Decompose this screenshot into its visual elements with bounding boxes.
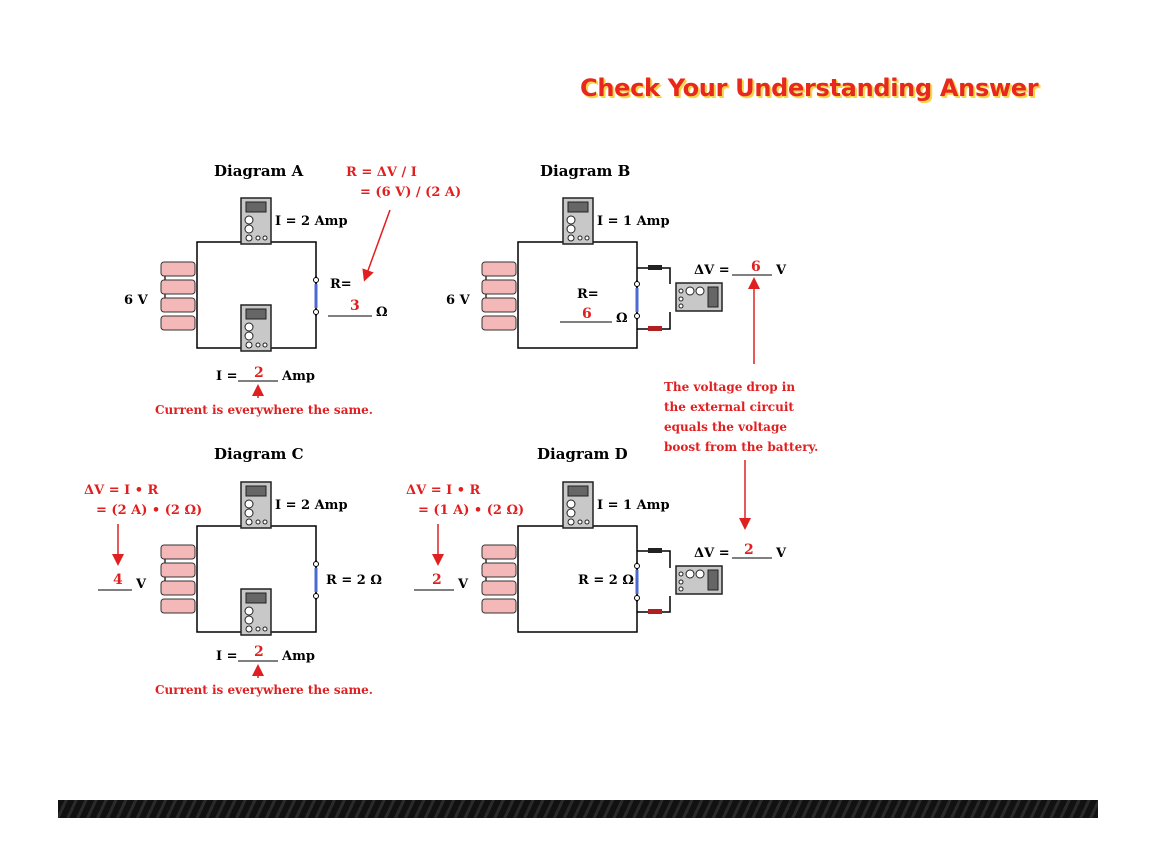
diagram-c: Diagram C I = 2 Amp R = 2 Ω ΔV = I • R =… bbox=[84, 445, 382, 697]
formula-line-1: ΔV = I • R bbox=[84, 483, 159, 498]
resistance-label: R= bbox=[330, 277, 352, 292]
voltage-unit: V bbox=[135, 577, 147, 592]
formula-line-2: = (2 A) • (2 Ω) bbox=[96, 503, 202, 518]
diagram-d-title: Diagram D bbox=[537, 445, 628, 463]
meter-voltage-label: ΔV = bbox=[694, 546, 730, 561]
footer-bar bbox=[58, 800, 1098, 818]
voltage-label: ΔV = bbox=[694, 263, 730, 278]
ammeter-icon bbox=[240, 588, 272, 636]
current-answer: 2 bbox=[254, 644, 264, 660]
current-label: I = bbox=[216, 649, 238, 664]
battery-voltage-label: 6 V bbox=[124, 293, 149, 308]
ammeter-reading: I = 1 Amp bbox=[597, 214, 670, 229]
current-note: Current is everywhere the same. bbox=[155, 683, 373, 697]
resistor-icon bbox=[633, 279, 641, 321]
current-answer: 2 bbox=[254, 365, 264, 381]
resistor-icon bbox=[633, 561, 641, 603]
ammeter-icon bbox=[240, 197, 272, 245]
resistance-unit: Ω bbox=[616, 311, 628, 326]
diagram-c-title: Diagram C bbox=[214, 445, 304, 463]
ammeter-icon bbox=[240, 304, 272, 352]
formula-line-2: = (1 A) • (2 Ω) bbox=[418, 503, 524, 518]
ammeter-reading: I = 2 Amp bbox=[275, 498, 348, 513]
note-line: equals the voltage bbox=[664, 420, 787, 434]
page-title: Check Your Understanding Answer bbox=[580, 74, 1039, 102]
note-line: boost from the battery. bbox=[664, 440, 818, 454]
battery-icon bbox=[481, 261, 517, 331]
ammeter-reading: I = 1 Amp bbox=[597, 498, 670, 513]
battery-voltage-label: 6 V bbox=[446, 293, 471, 308]
resistor-icon bbox=[312, 559, 320, 601]
ammeter-icon bbox=[562, 481, 594, 529]
voltage-answer: 4 bbox=[113, 572, 123, 588]
meter-voltage-answer: 2 bbox=[744, 542, 754, 558]
battery-icon bbox=[160, 261, 196, 331]
current-unit: Amp bbox=[281, 649, 315, 664]
formula-line-2: = (6 V) / (2 A) bbox=[360, 185, 461, 200]
resistance-answer: 3 bbox=[350, 298, 360, 314]
diagram-d: Diagram D I = 1 Amp R = 2 Ω ΔV = I • R =… bbox=[406, 445, 787, 633]
ammeter-icon bbox=[240, 481, 272, 529]
diagram-b: Diagram B 6 V I = 1 Amp R= 6 Ω ΔV = 6 V … bbox=[446, 162, 818, 530]
resistance-label: R= bbox=[577, 287, 599, 302]
formula-line-1: ΔV = I • R bbox=[406, 483, 481, 498]
current-unit: Amp bbox=[281, 369, 315, 384]
voltage-unit: V bbox=[775, 263, 787, 278]
ammeter-reading: I = 2 Amp bbox=[275, 214, 348, 229]
voltage-answer: 6 bbox=[751, 259, 761, 275]
meter-voltage-unit: V bbox=[775, 546, 787, 561]
note-line: the external circuit bbox=[664, 400, 794, 414]
resistance-label: R = 2 Ω bbox=[578, 573, 634, 588]
battery-icon bbox=[160, 544, 196, 614]
resistor-icon bbox=[312, 275, 320, 317]
formula-line-1: R = ΔV / I bbox=[346, 165, 417, 180]
current-label: I = bbox=[216, 369, 238, 384]
diagram-a: Diagram A 6 V I = 2 Amp R= 3 Ω R = ΔV / … bbox=[124, 162, 461, 417]
voltage-answer: 2 bbox=[432, 572, 442, 588]
ammeter-icon bbox=[562, 197, 594, 245]
current-note: Current is everywhere the same. bbox=[155, 403, 373, 417]
voltage-note: The voltage drop in the external circuit… bbox=[664, 380, 818, 454]
battery-icon bbox=[481, 544, 517, 614]
diagram-a-title: Diagram A bbox=[214, 162, 304, 180]
note-line: The voltage drop in bbox=[664, 380, 795, 394]
resistance-answer: 6 bbox=[582, 306, 592, 322]
diagram-b-title: Diagram B bbox=[540, 162, 630, 180]
resistance-unit: Ω bbox=[376, 305, 388, 320]
resistance-label: R = 2 Ω bbox=[326, 573, 382, 588]
voltmeter-icon bbox=[675, 565, 723, 595]
voltmeter-icon bbox=[675, 282, 723, 312]
voltage-unit: V bbox=[457, 577, 469, 592]
